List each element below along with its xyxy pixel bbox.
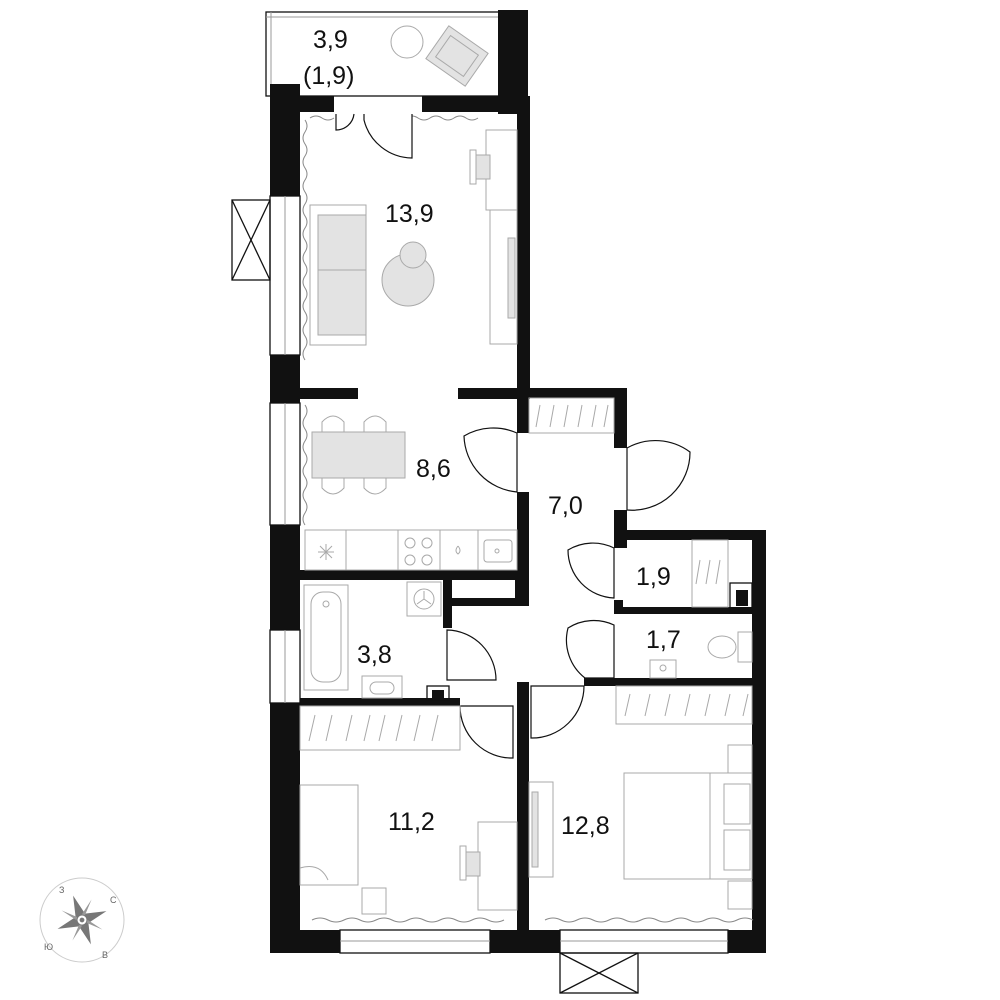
storage-shelves	[691, 539, 729, 608]
bed-icon	[299, 784, 359, 886]
sink-icon	[361, 675, 403, 699]
toilet-icon	[707, 631, 753, 663]
compass-north: С	[110, 895, 117, 905]
hall-area-label: 7,0	[548, 492, 583, 520]
hall-wardrobe	[528, 397, 615, 434]
stove-icon	[404, 537, 433, 566]
compass-icon: С З Ю В	[39, 877, 125, 963]
windows	[231, 195, 729, 994]
wardrobe	[615, 685, 753, 725]
compass-south: Ю	[44, 942, 53, 952]
wc-area-label: 1,7	[646, 626, 681, 654]
armchair-icon	[425, 25, 489, 87]
bedroom-left-area-label: 11,2	[388, 808, 435, 836]
washing-machine-icon	[406, 581, 442, 617]
bathroom-area-label: 3,8	[357, 641, 392, 669]
balcony-area-reduced-label: (1,9)	[303, 62, 354, 90]
doors	[335, 113, 691, 759]
compass-west: З	[59, 885, 64, 895]
fridge-icon	[318, 544, 334, 560]
sink-icon	[649, 659, 677, 679]
area-labels: 3,9 (1,9) 13,9 8,6 7,0 1,9 1,7 3,8 11,2 …	[303, 26, 681, 840]
compass-east: В	[102, 950, 108, 960]
coffee-table-icon	[399, 241, 427, 269]
curtains	[302, 115, 754, 923]
chair-icon	[469, 149, 491, 185]
desk-icon	[485, 129, 518, 211]
bedroom-right-area-label: 12,8	[561, 812, 610, 840]
walls	[270, 84, 766, 953]
storage-area-label: 1,9	[636, 563, 671, 591]
tv-stand-icon	[528, 781, 554, 878]
living-room-area-label: 13,9	[385, 200, 434, 228]
dining-table-icon	[311, 415, 406, 495]
sofa-icon	[309, 204, 367, 346]
double-bed-icon	[623, 772, 753, 880]
chair-icon	[459, 845, 481, 881]
desk-icon	[477, 821, 518, 911]
bathtub-icon	[303, 584, 349, 691]
sink-icon	[483, 539, 513, 563]
furniture	[299, 129, 753, 915]
balcony-area-label: 3,9	[313, 26, 348, 54]
ac-unit-icon	[559, 952, 639, 994]
ac-unit-icon	[231, 199, 271, 281]
wardrobe	[299, 705, 461, 751]
kitchen-area-label: 8,6	[416, 455, 451, 483]
kitchen-counter	[304, 529, 518, 571]
side-table-icon	[390, 25, 424, 59]
